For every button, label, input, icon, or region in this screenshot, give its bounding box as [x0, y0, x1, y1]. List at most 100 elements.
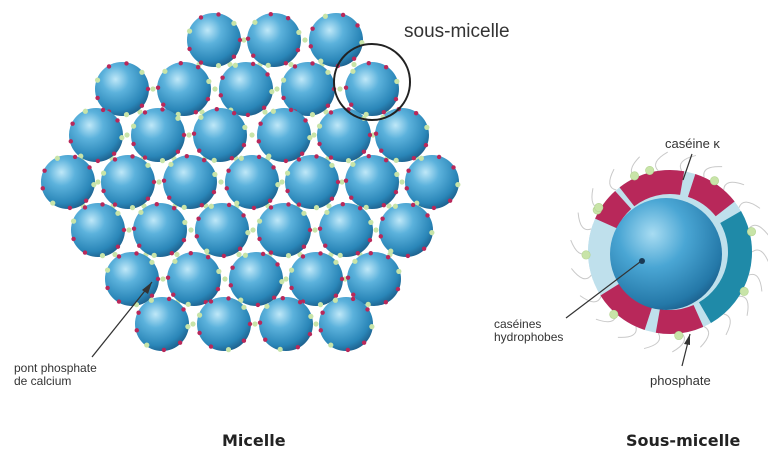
phosphate-dot	[394, 79, 399, 84]
phosphate-dot	[71, 219, 76, 224]
phosphate-dot	[364, 205, 369, 210]
calcium-phosphate-bridge-dot	[313, 321, 318, 326]
phosphate-dot	[329, 163, 334, 168]
casein-kappa-dot	[197, 148, 201, 152]
casein-kappa-dot	[242, 339, 246, 343]
casein-kappa-dot	[297, 157, 301, 161]
casein-kappa-dot	[349, 195, 353, 199]
casein-kappa-dot	[308, 228, 312, 232]
phosphate-bead	[595, 203, 603, 211]
casein-kappa-dot	[396, 287, 400, 291]
casein-kappa-dot	[156, 277, 160, 281]
hydrophobic-caseins-label-line2: hydrophobes	[494, 330, 563, 344]
phosphate-dot	[198, 115, 203, 120]
sub-micelle-sphere	[195, 203, 251, 258]
calcium-phosphate-label-line2: de calcium	[14, 374, 71, 388]
casein-kappa-dot	[101, 189, 105, 193]
casein-kappa-dot	[246, 36, 250, 40]
casein-kappa-dot	[146, 197, 150, 201]
casein-kappa-dot	[422, 246, 426, 250]
calcium-phosphate-bridge-dot	[250, 227, 255, 232]
phosphate-dot	[318, 302, 323, 307]
phosphate-dot	[269, 89, 274, 94]
phosphate-dot	[212, 172, 217, 177]
casein-kappa-dot	[414, 111, 418, 115]
phosphate-dot	[257, 219, 262, 224]
casein-kappa-dot	[194, 110, 198, 114]
phosphate-dot	[55, 156, 60, 161]
phosphate-dot	[325, 70, 330, 75]
sub-micelle-sphere	[101, 154, 156, 210]
sub-micelle-sphere	[379, 203, 435, 258]
casein-kappa-dot	[394, 190, 398, 194]
phosphate-dot	[139, 70, 144, 75]
phosphate-dot	[279, 279, 284, 284]
casein-kappa-dot	[269, 250, 273, 254]
casein-kappa-dot	[202, 158, 206, 162]
casein-kappa-dot	[189, 251, 193, 255]
phosphate-dot	[206, 79, 211, 84]
casein-kappa-dot	[437, 155, 441, 159]
calcium-phosphate-bridge-dot	[150, 86, 155, 91]
calcium-phosphate-bridge-dot	[188, 227, 193, 232]
phosphate-dot	[419, 156, 424, 161]
phosphate-dot	[346, 158, 351, 163]
calcium-phosphate-label-line1: pont phosphate	[14, 361, 97, 375]
calcium-phosphate-bridge-dot	[236, 252, 241, 257]
casein-kappa-dot	[251, 62, 255, 66]
phosphate-dot	[281, 78, 286, 83]
calcium-phosphate-bridge-dot	[312, 227, 317, 232]
casein-kappa-dot	[113, 157, 117, 161]
phosphate-dot	[333, 298, 338, 303]
phosphate-dot	[105, 268, 110, 273]
casein-kappa-dot	[150, 294, 154, 298]
phosphate-dot	[289, 268, 294, 273]
phosphate-dot	[172, 259, 177, 264]
casein-kappa-dot	[257, 155, 261, 159]
phosphate-dot	[185, 324, 190, 329]
phosphate-bead	[610, 310, 618, 318]
hydrophobic-caseins-label-line1: caséines	[494, 317, 541, 331]
sub-micelle-sphere	[405, 155, 461, 210]
sub-micelle-sphere	[187, 12, 242, 68]
casein-kappa-dot	[258, 121, 262, 125]
phosphate-dot	[216, 269, 221, 274]
sub-micelle-callout-label: sous-micelle	[404, 21, 510, 42]
phosphate-bead	[675, 331, 683, 339]
casein-kappa-dot	[425, 213, 429, 217]
casein-kappa-dot	[451, 165, 455, 169]
phosphate-dot	[318, 58, 323, 63]
casein-kappa-dot	[257, 139, 261, 143]
casein-kappa-dot	[265, 72, 269, 76]
casein-kappa-dot	[136, 310, 140, 314]
casein-kappa-dot	[185, 154, 189, 158]
sub-micelle-sphere	[166, 251, 222, 307]
casein-kappa-dot	[271, 165, 275, 169]
phosphate-dot	[168, 162, 173, 167]
phosphate-dot	[314, 205, 319, 210]
casein-kappa-dot	[351, 292, 355, 296]
calcium-phosphate-bridge-dot	[274, 86, 279, 91]
casein-kappa-dot	[252, 206, 256, 210]
casein-kappa-dot	[242, 143, 246, 147]
casein-kappa-dot	[206, 97, 210, 101]
phosphate-dot	[152, 253, 157, 258]
casein-kappa-dot	[356, 251, 360, 255]
casein-kappa-dot	[293, 64, 297, 68]
casein-kappa-dot	[222, 254, 226, 258]
casein-kappa-dot	[323, 243, 327, 247]
casein-kappa-dot	[330, 197, 334, 201]
calcium-phosphate-bridge-dot	[156, 179, 161, 184]
casein-kappa-dot	[275, 262, 279, 266]
calcium-phosphate-bridge-dot	[212, 86, 217, 91]
sub-micelle-sphere	[344, 154, 400, 210]
calcium-phosphate-bridge-dot	[302, 37, 307, 42]
casein-kappa-dot	[143, 155, 147, 159]
calcium-phosphate-bridge-dot	[399, 179, 404, 184]
casein-kappa-dot	[143, 110, 147, 114]
casein-kappa-dot	[344, 85, 348, 89]
phosphate-dot	[393, 204, 398, 209]
casein-kappa-dot	[135, 328, 139, 332]
sub-micelle-sphere	[229, 252, 285, 307]
